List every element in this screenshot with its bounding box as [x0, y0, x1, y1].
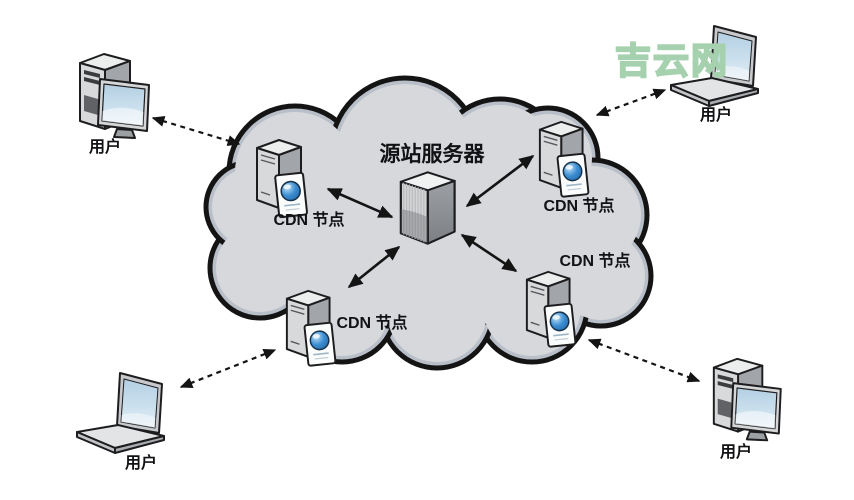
arrow-user-cdn-bottom-right — [587, 338, 701, 383]
origin-server-icon — [399, 171, 456, 245]
cdn-node-bottom-right-label: CDN 节点 — [559, 251, 630, 270]
user-bottom-right-label: 用户 — [720, 442, 752, 461]
cdn-node-bottom-left-icon — [285, 289, 337, 367]
arrow-user-cdn-top-right — [595, 88, 667, 117]
user-bottom-left-label: 用户 — [125, 453, 157, 472]
user-top-left-label: 用户 — [89, 137, 121, 156]
watermark-text: 吉云网 — [615, 40, 729, 81]
arrow-user-cdn-bottom-left — [179, 348, 277, 389]
user-cdn-arrows — [151, 88, 701, 389]
arrow-user-cdn-top-left — [151, 115, 241, 147]
user-desktop-top-left-icon — [79, 53, 150, 139]
user-desktop-bottom-right-icon — [712, 357, 782, 442]
cdn-node-top-right-label: CDN 节点 — [543, 196, 614, 215]
arrow-origin-cdn-bottom-right — [460, 233, 518, 273]
user-top-right-label: 用户 — [700, 105, 732, 124]
origin-cdn-arrows — [326, 154, 535, 289]
cdn-node-top-left-label: CDN 节点 — [273, 210, 344, 229]
arrow-origin-cdn-top-left — [326, 187, 394, 219]
arrow-origin-cdn-bottom-left — [347, 245, 401, 289]
arrow-origin-cdn-top-right — [465, 154, 535, 208]
user-laptop-bottom-left-icon — [76, 372, 165, 454]
cdn-node-bottom-left-label: CDN 节点 — [336, 313, 407, 332]
origin-server-label: 源站服务器 — [380, 142, 486, 166]
